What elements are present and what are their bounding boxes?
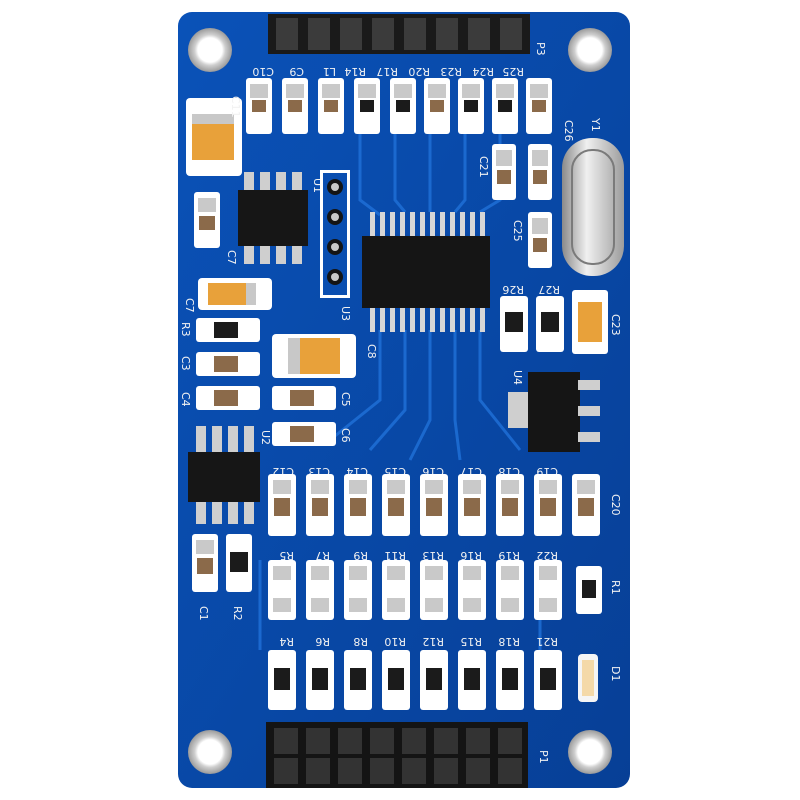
label-r2: R2 xyxy=(231,606,244,621)
label-u4: U4 xyxy=(511,370,524,385)
svg-text:R25: R25 xyxy=(502,65,524,78)
label-c11: C11 xyxy=(229,96,242,118)
svg-text:R13: R13 xyxy=(422,549,444,562)
svg-text:C9: C9 xyxy=(289,65,304,78)
c1-r2-smd xyxy=(192,534,252,592)
cap-row-smd xyxy=(268,474,600,536)
res-row2-smd xyxy=(268,650,598,710)
header-label-top: P3 xyxy=(534,42,547,56)
svg-text:R21: R21 xyxy=(536,635,558,648)
svg-text:R17: R17 xyxy=(376,65,398,78)
tantalum-cap xyxy=(272,334,356,378)
right-top-smd xyxy=(492,144,552,268)
svg-text:R10: R10 xyxy=(384,635,406,648)
tantalum-cap xyxy=(186,98,242,176)
jumper-header xyxy=(320,170,350,298)
svg-text:R19: R19 xyxy=(498,549,520,562)
svg-text:R5: R5 xyxy=(279,549,294,562)
mounting-hole xyxy=(188,730,232,774)
regulator-area-smd xyxy=(500,290,608,354)
svg-text:R6: R6 xyxy=(315,635,330,648)
label-r3: R3 xyxy=(179,322,192,337)
res-row1-smd xyxy=(268,560,602,620)
svg-text:R14: R14 xyxy=(344,65,366,78)
label-c3: C3 xyxy=(179,356,192,371)
svg-text:R8: R8 xyxy=(353,635,368,648)
res-row1-labels: R5 R7 R9 R11 R13 R16 R19 R22 xyxy=(279,549,558,562)
label-u3: U3 xyxy=(339,306,352,321)
svg-text:R9: R9 xyxy=(353,549,368,562)
label-r26: R26 xyxy=(502,283,524,296)
opamp-chip-u1 xyxy=(238,172,308,264)
label-c26: C26 xyxy=(562,120,575,142)
label-c8: C8 xyxy=(365,344,378,359)
svg-text:R4: R4 xyxy=(279,635,294,648)
label-c5: C5 xyxy=(339,392,352,407)
svg-text:C10: C10 xyxy=(252,65,274,78)
pin-header-top xyxy=(268,14,530,54)
svg-text:R23: R23 xyxy=(440,65,462,78)
res-row2-labels: R4 R6 R8 R10 R12 R15 R18 R21 xyxy=(279,635,558,648)
top-row-labels: C10 C9 L1 R14 R17 R20 R23 R24 R25 xyxy=(252,65,524,78)
mounting-hole xyxy=(188,28,232,72)
label-c7b: C7 xyxy=(225,250,238,265)
label-r27: R27 xyxy=(538,283,560,296)
label-d1: D1 xyxy=(609,666,622,681)
mounting-hole xyxy=(568,730,612,774)
svg-text:L1: L1 xyxy=(323,65,336,78)
label-c1: C1 xyxy=(197,606,210,621)
crystal-y1 xyxy=(562,138,624,276)
tantalum-cap xyxy=(198,278,272,310)
label-c6: C6 xyxy=(339,428,352,443)
label-u2: U2 xyxy=(259,430,272,445)
label-r1: R1 xyxy=(609,580,622,595)
svg-text:R7: R7 xyxy=(315,549,330,562)
pin-header-bottom xyxy=(266,722,528,788)
label-y1: Y1 xyxy=(589,117,602,132)
svg-text:R16: R16 xyxy=(460,549,482,562)
label-c20: C20 xyxy=(609,494,622,516)
svg-text:R20: R20 xyxy=(408,65,430,78)
regulator-u4 xyxy=(508,372,600,452)
adc-chip-u3 xyxy=(362,212,490,332)
opamp-chip-u2 xyxy=(188,426,260,524)
svg-text:R18: R18 xyxy=(498,635,520,648)
mounting-hole xyxy=(568,28,612,72)
svg-text:R24: R24 xyxy=(472,65,494,78)
svg-text:R22: R22 xyxy=(536,549,558,562)
label-c23: C23 xyxy=(609,314,622,336)
header-label-bottom: P1 xyxy=(537,750,550,764)
left-smd-column xyxy=(194,192,336,446)
svg-text:R15: R15 xyxy=(460,635,482,648)
top-row-smd xyxy=(246,78,552,134)
label-c7: C7 xyxy=(183,298,196,313)
svg-text:R12: R12 xyxy=(422,635,444,648)
label-c25: C25 xyxy=(511,220,524,242)
svg-text:R11: R11 xyxy=(384,549,406,562)
label-c21: C21 xyxy=(477,156,490,178)
label-c4: C4 xyxy=(179,392,192,407)
